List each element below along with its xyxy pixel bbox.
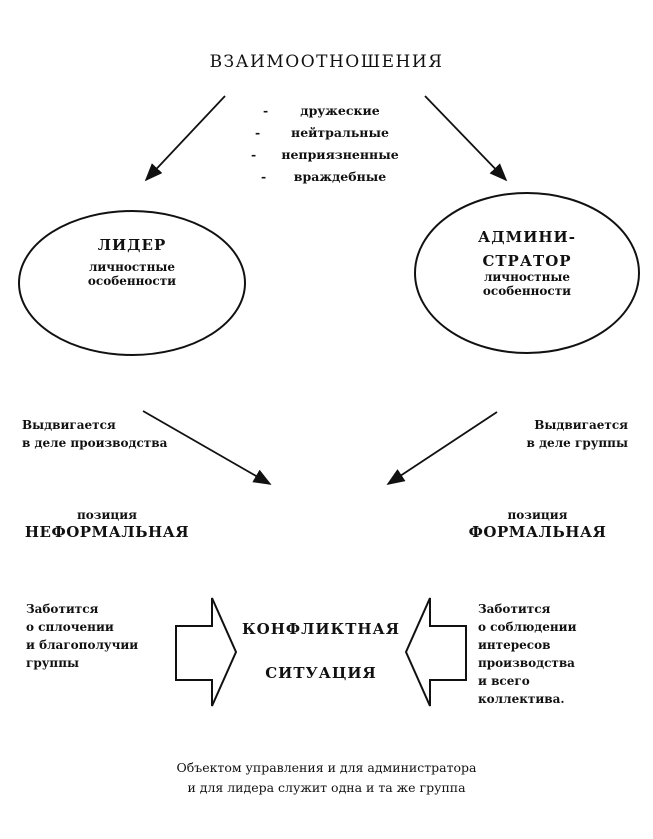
arrow-leader-to-center — [142, 410, 272, 485]
right-block-arrow — [404, 597, 467, 707]
administrator-traits-2: особенности — [482, 284, 572, 298]
footer-line-2: и для лидера служит одна и та же группа — [187, 780, 466, 795]
left-block-arrow — [175, 597, 238, 707]
administrator-position-type: ФОРМАЛЬНАЯ — [468, 523, 607, 541]
administrator-traits-1: личностные — [483, 270, 571, 284]
list-item: -неприязненные — [251, 147, 399, 162]
arrow-admin-to-center — [386, 411, 498, 485]
conflict-title-1: КОНФЛИКТНАЯ — [242, 620, 400, 638]
administrator-name-1: АДМИНИ- — [478, 228, 576, 246]
relation-types-list: -дружеские -нейтральные -неприязненные -… — [251, 100, 425, 188]
leader-block: ЛИДЕР личностные особенности — [32, 236, 232, 288]
leader-position-label: позиция — [77, 508, 137, 522]
administrator-name-2: СТРАТОР — [482, 252, 572, 270]
conflict-title-2: СИТУАЦИЯ — [265, 664, 377, 682]
leader-traits-1: личностные — [88, 260, 176, 274]
list-item: -дружеские — [263, 103, 380, 118]
leader-care: Заботится о сплочении и благополучии гру… — [26, 602, 139, 670]
administrator-ellipse — [414, 192, 640, 354]
administrator-position: позиция ФОРМАЛЬНАЯ — [465, 508, 610, 542]
leader-position-type: НЕФОРМАЛЬНАЯ — [24, 523, 190, 541]
leader-ellipse — [18, 210, 246, 356]
leader-promoted: Выдвигается в деле производства — [22, 418, 168, 450]
administrator-block: АДМИНИ- СТРАТОР личностные особенности — [427, 228, 627, 298]
leader-position: позиция НЕФОРМАЛЬНАЯ — [22, 508, 192, 542]
page-title: ВЗАИМООТНОШЕНИЯ — [209, 52, 444, 72]
administrator-promoted: Выдвигается в деле группы — [526, 418, 628, 450]
list-item: -нейтральные — [255, 125, 389, 140]
administrator-position-label: позиция — [507, 508, 568, 522]
administrator-care: Заботится о соблюдении интересов произво… — [478, 602, 577, 706]
leader-name: ЛИДЕР — [97, 236, 167, 254]
footer-line-1: Объектом управления и для администратора — [176, 760, 477, 775]
arrow-to-administrator — [424, 95, 508, 182]
list-item: -враждебные — [261, 169, 387, 184]
arrow-to-leader — [144, 95, 226, 182]
leader-traits-2: особенности — [87, 274, 177, 288]
